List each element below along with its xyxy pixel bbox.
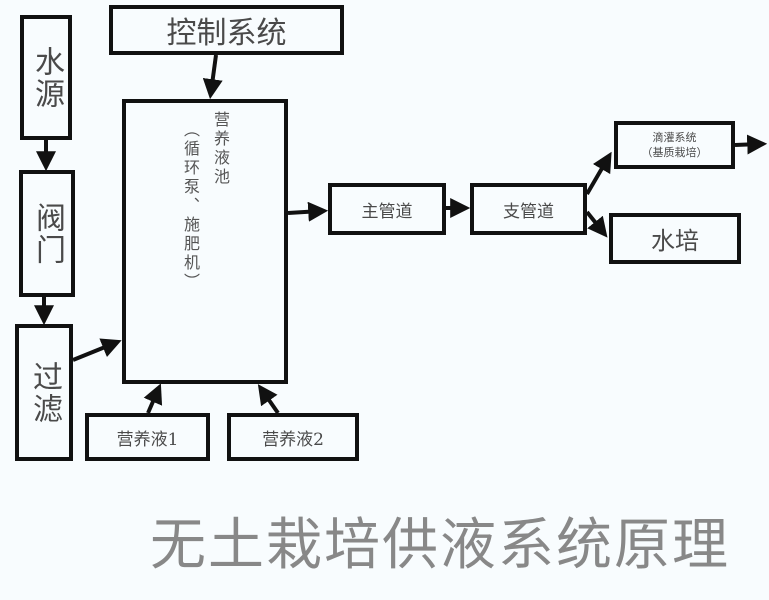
hydroponics-label: 水培 <box>651 227 699 255</box>
water-source-label: 水源 <box>29 45 64 110</box>
filter-label: 过滤 <box>27 360 62 425</box>
arrow-branch-to-drip <box>585 151 612 196</box>
nutrient-1-node: 营养液1 <box>85 413 210 461</box>
valve-node: 阀门 <box>19 170 75 297</box>
arrow-nutrient2-to-pool <box>257 384 280 415</box>
nutrient-pool-sublabel: （循环泵、施肥机） <box>181 121 200 292</box>
branch-pipe-node: 支管道 <box>470 183 587 235</box>
nutrient-pool-text: 营养液池 （循环泵、施肥机） <box>178 111 232 292</box>
control-system-label: 控制系统 <box>166 16 287 51</box>
main-pipe-label: 主管道 <box>361 201 413 222</box>
drip-system-sublabel: （基质栽培） <box>641 146 708 159</box>
nutrient-2-node: 营养液2 <box>227 413 359 461</box>
branch-pipe-label: 支管道 <box>503 201 554 222</box>
filter-node: 过滤 <box>15 324 73 461</box>
water-source-node: 水源 <box>20 15 72 140</box>
drip-system-label: 滴灌系统 <box>652 131 697 144</box>
nutrient-pool-label: 营养液池 <box>211 111 230 187</box>
hydroponics-node: 水培 <box>609 213 741 264</box>
nutrient-2-label: 营养液2 <box>262 429 324 450</box>
control-system-node: 控制系统 <box>109 5 344 55</box>
drip-system-node: 滴灌系统 （基质栽培） <box>614 121 735 169</box>
nutrient-1-label: 营养液1 <box>116 429 179 450</box>
arrow-nutrient1-to-pool <box>143 383 163 414</box>
arrow-branch-to-hydro <box>585 210 608 238</box>
valve-label: 阀门 <box>30 201 65 266</box>
nutrient-pool-node: 营养液池 （循环泵、施肥机） <box>122 99 288 384</box>
diagram-title: 无土栽培供液系统原理 <box>150 513 730 578</box>
main-pipe-node: 主管道 <box>328 183 446 235</box>
arrow-pool-to-main <box>287 201 329 222</box>
arrow-filter-to-pool <box>72 338 122 362</box>
arrow-control-to-pool <box>202 54 223 100</box>
arrow-drip-out <box>734 134 768 155</box>
